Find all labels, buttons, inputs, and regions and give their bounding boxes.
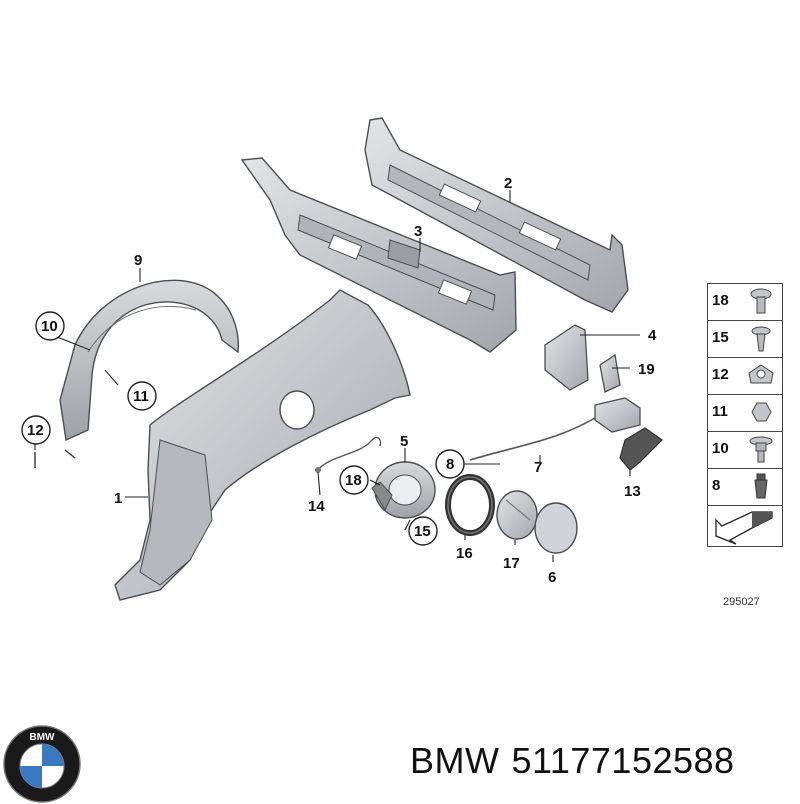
legend-row-10: 10 bbox=[708, 432, 782, 469]
callout-8: 8 bbox=[446, 456, 454, 473]
figure-number: 295027 bbox=[723, 596, 760, 608]
callout-5: 5 bbox=[400, 433, 408, 450]
legend-row-15: 15 bbox=[708, 321, 782, 358]
legend-number: 12 bbox=[712, 366, 729, 383]
legend-row-11: 11 bbox=[708, 395, 782, 432]
brand-name: BMW bbox=[410, 740, 500, 781]
part-number: 51177152588 bbox=[511, 740, 735, 781]
callout-16: 16 bbox=[456, 545, 473, 562]
callout-12: 12 bbox=[27, 422, 44, 439]
part-1-side-panel bbox=[114, 289, 411, 601]
part-14-clip bbox=[315, 436, 382, 473]
callout-18: 18 bbox=[345, 472, 362, 489]
legend-row-8: 8 bbox=[708, 469, 782, 506]
callout-6: 6 bbox=[548, 569, 556, 586]
nut-icon bbox=[751, 402, 772, 422]
part-19-bracket bbox=[599, 353, 621, 393]
legend-arrow-row bbox=[708, 506, 782, 546]
legend-number: 15 bbox=[712, 329, 729, 346]
part-5-filler-housing bbox=[371, 461, 436, 519]
bmw-logo: BMW bbox=[3, 725, 81, 803]
screw-icon bbox=[750, 288, 772, 314]
part-7-cable bbox=[469, 397, 641, 461]
legend-number: 11 bbox=[712, 403, 728, 420]
callout-4: 4 bbox=[648, 327, 657, 344]
callout-11: 11 bbox=[133, 388, 149, 405]
callout-7: 7 bbox=[534, 459, 542, 476]
rivet-icon bbox=[754, 473, 768, 499]
svg-text:BMW: BMW bbox=[30, 732, 56, 743]
callout-3: 3 bbox=[414, 223, 422, 240]
legend-number: 8 bbox=[712, 477, 721, 494]
callout-13: 13 bbox=[624, 483, 641, 500]
circled-callouts: 10 11 12 8 18 15 bbox=[21, 311, 465, 546]
direction-arrow-icon bbox=[715, 511, 773, 545]
part-2-crossmember bbox=[364, 117, 629, 313]
part-16-ring bbox=[445, 474, 495, 536]
callout-17: 17 bbox=[503, 555, 520, 572]
clip-nut-icon bbox=[748, 364, 774, 384]
part-6-flap bbox=[534, 502, 578, 554]
part-4-bracket bbox=[544, 324, 589, 391]
legend-row-18: 18 bbox=[708, 284, 782, 321]
legend-number: 10 bbox=[712, 440, 729, 457]
callout-1: 1 bbox=[114, 490, 122, 507]
legend-row-12: 12 bbox=[708, 358, 782, 395]
bolt-icon bbox=[749, 436, 773, 463]
callout-labels: 9 2 3 4 19 5 7 13 14 1 16 17 6 bbox=[114, 175, 657, 586]
part-13-actuator bbox=[619, 427, 663, 471]
callout-9: 9 bbox=[134, 252, 142, 269]
fastener-legend: 18 15 12 11 10 8 bbox=[707, 283, 783, 547]
part-17-cap bbox=[496, 490, 538, 540]
part-12-clip bbox=[34, 449, 76, 468]
callout-19: 19 bbox=[638, 361, 655, 378]
callout-2: 2 bbox=[504, 175, 512, 192]
callout-15: 15 bbox=[414, 523, 431, 540]
part-caption: BMW 51177152588 bbox=[410, 740, 747, 782]
part-3-rear-panel bbox=[240, 157, 517, 353]
callout-10: 10 bbox=[41, 318, 58, 335]
legend-number: 18 bbox=[712, 292, 729, 309]
screw-icon bbox=[751, 326, 771, 352]
callout-14: 14 bbox=[308, 498, 325, 515]
part-9-wheel-arch-liner bbox=[59, 279, 239, 442]
